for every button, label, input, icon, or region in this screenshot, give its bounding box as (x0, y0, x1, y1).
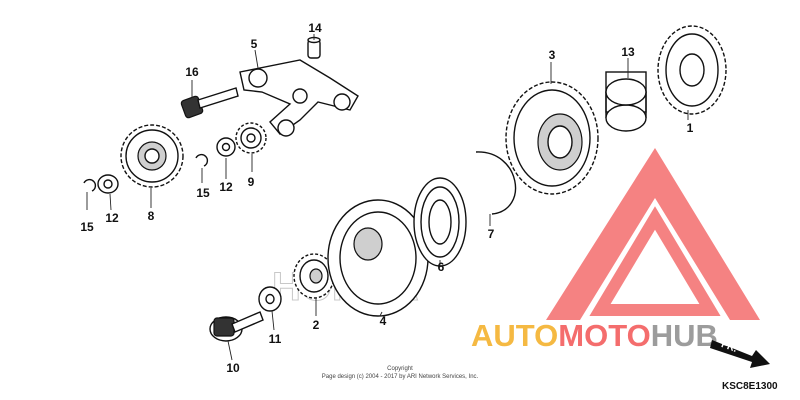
watermark-text: AUTOMOTOHUB (471, 318, 718, 353)
part-7-snap-ring[interactable] (475, 151, 517, 215)
watermark-inner-triangle-icon (589, 206, 721, 316)
part-4-clutch-outer[interactable] (327, 199, 429, 317)
callout-12-left[interactable]: 12 (105, 211, 119, 225)
part-11-washer[interactable] (258, 286, 282, 312)
part-1-gear[interactable] (657, 25, 727, 115)
copyright-text: Page design (c) 2004 - 2017 by ARI Netwo… (322, 374, 479, 380)
part-2-gear[interactable] (293, 253, 335, 299)
leader-12a (109, 193, 112, 211)
callout-15-left[interactable]: 15 (80, 220, 94, 234)
part-3-sprocket[interactable] (505, 81, 599, 195)
callout-7[interactable]: 7 (488, 227, 495, 241)
callout-10[interactable]: 10 (226, 361, 240, 375)
part-16-bolt[interactable] (180, 87, 239, 119)
watermark-text-hub: HUB (651, 318, 718, 353)
leader-10 (227, 340, 233, 361)
callout-11[interactable]: 11 (269, 332, 282, 346)
callout-9[interactable]: 9 (248, 175, 255, 189)
leader-5 (254, 49, 259, 69)
callout-15-middle[interactable]: 15 (196, 186, 210, 200)
callout-1[interactable]: 1 (687, 121, 694, 135)
watermark-text-auto: AUTO (471, 318, 558, 353)
part-6-clutch[interactable] (413, 177, 467, 267)
callout-12-middle[interactable]: 12 (219, 180, 233, 194)
part-10-flange-bolt[interactable] (209, 311, 264, 342)
callout-14[interactable]: 14 (308, 21, 322, 35)
front-arrow-icon (710, 340, 770, 368)
watermark-text-moto: MOTO (558, 318, 650, 353)
diagram-code: KSC8E1300 (722, 381, 778, 392)
callout-2[interactable]: 2 (313, 318, 320, 332)
direction-label: FR. (720, 339, 739, 355)
part-8-gear[interactable] (120, 124, 184, 188)
part-13-needle-bearing[interactable] (605, 71, 647, 132)
part-9-small-gear[interactable] (235, 122, 267, 154)
part-5-bracket[interactable] (239, 59, 359, 137)
part-14-pin[interactable] (307, 36, 321, 59)
part-15-clip-middle[interactable] (195, 153, 209, 167)
callout-4[interactable]: 4 (380, 314, 387, 328)
callout-16[interactable]: 16 (185, 65, 199, 79)
callout-6[interactable]: 6 (438, 260, 445, 274)
callout-5[interactable]: 5 (251, 37, 258, 51)
direction-arrow: FR. (710, 339, 770, 368)
watermark-triangle-icon (546, 148, 760, 320)
callout-13[interactable]: 13 (621, 45, 635, 59)
part-12-washer-middle[interactable] (216, 137, 236, 157)
watermark-logo (546, 148, 760, 320)
leader-11 (271, 310, 275, 331)
part-15-clip-left[interactable] (83, 178, 97, 192)
callout-8[interactable]: 8 (148, 209, 155, 223)
copyright-title: Copyright (387, 366, 413, 372)
callout-3[interactable]: 3 (549, 48, 556, 62)
leader-4 (379, 311, 383, 317)
part-12-washer-left[interactable] (97, 174, 119, 194)
